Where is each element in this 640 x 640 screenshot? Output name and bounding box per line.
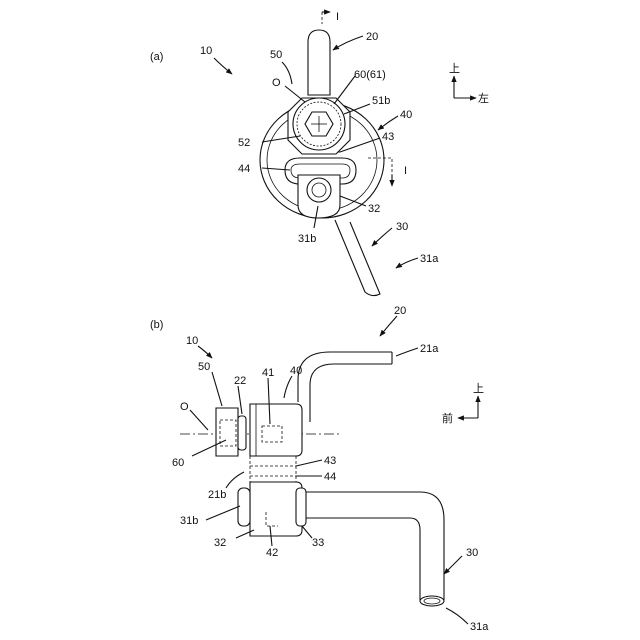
label-22-b: 22: [234, 375, 246, 387]
leader-O-b: [190, 410, 208, 430]
part-31b-drawing: [238, 488, 250, 526]
leader-43-b: [296, 460, 322, 466]
label-21b-b: 21b: [208, 489, 226, 501]
direction-indicator-a: 上 左: [449, 62, 489, 105]
leader-21b-b: [226, 472, 244, 488]
part-33-drawing: [296, 488, 306, 526]
washer-22-drawing: [238, 416, 246, 450]
leader-21a-b: [396, 348, 418, 356]
leader-30-a: [372, 228, 392, 246]
leader-50-a: [282, 62, 292, 84]
leader-20-a: [333, 36, 363, 50]
label-O-a: O: [272, 77, 281, 89]
label-left-a: 左: [478, 92, 489, 105]
leader-31b-b: [206, 506, 240, 520]
leader-31a-a: [396, 258, 418, 268]
leader-30-b: [444, 556, 462, 574]
label-31a-a: 31a: [420, 253, 439, 265]
label-20-a: 20: [366, 31, 378, 43]
leader-10-a: [214, 58, 232, 74]
rod-30-drawing: [335, 220, 380, 296]
label-60-b: 60: [172, 457, 184, 469]
label-30-a: 30: [396, 221, 408, 233]
label-44-b: 44: [324, 471, 336, 483]
label-front-b: 前: [442, 411, 453, 425]
label-31b-a: 31b: [298, 233, 316, 245]
pin-20-side-drawing: [298, 352, 392, 422]
label-51b-a: 51b: [372, 95, 390, 107]
label-50-a: 50: [270, 49, 282, 61]
leader-40-b: [284, 376, 292, 398]
panel-label-a: (a): [150, 51, 163, 63]
leader-10-b: [198, 346, 212, 358]
label-32-b: 32: [214, 537, 226, 549]
label-60-61-a: 60(61): [354, 69, 386, 81]
leader-O-a: [285, 86, 305, 102]
label-10-a: 10: [200, 45, 212, 57]
label-44-a: 44: [238, 163, 250, 175]
label-32-a: 32: [368, 203, 380, 215]
label-31b-b: 31b: [180, 515, 198, 527]
label-10-b: 10: [186, 335, 198, 347]
pin-20-drawing: [308, 30, 330, 95]
leader-50-b: [212, 372, 222, 406]
label-42-b: 42: [266, 547, 278, 559]
label-52-a: 52: [238, 137, 250, 149]
label-40-a: 40: [400, 109, 412, 121]
leader-40-a: [378, 116, 398, 130]
label-up-b: 上: [473, 382, 484, 395]
label-40-b: 40: [290, 365, 302, 377]
label-section-right: I: [404, 165, 407, 177]
figure-b: (b): [150, 305, 489, 633]
leader-20-b: [380, 316, 397, 336]
label-43-a: 43: [382, 131, 394, 143]
part-32-side-drawing: [250, 482, 302, 536]
label-O-b: O: [180, 401, 189, 413]
part-32-drawing: [298, 175, 340, 218]
label-21a-b: 21a: [420, 343, 439, 355]
label-section-top: I: [336, 11, 339, 23]
leader-22-b: [238, 386, 242, 414]
rod-30-side-drawing: [306, 492, 444, 600]
leader-60-a: [334, 76, 355, 104]
figure-a: (a): [150, 11, 489, 296]
neck-43-44-hidden: [250, 456, 296, 482]
panel-label-b: (b): [150, 319, 163, 331]
head-50-side-drawing: [216, 408, 238, 456]
label-41-b: 41: [262, 367, 274, 379]
leader-31a-b: [446, 608, 468, 624]
label-33-b: 33: [312, 537, 324, 549]
label-30-b: 30: [466, 547, 478, 559]
bracket-40-upper-drawing: [250, 404, 302, 456]
label-31a-b: 31a: [470, 621, 489, 633]
label-43-b: 43: [324, 455, 336, 467]
label-20-b: 20: [394, 305, 406, 317]
label-up-a: 上: [449, 62, 460, 75]
direction-indicator-b: 上 前: [442, 382, 484, 425]
leader-33-b: [302, 526, 312, 538]
label-50-b: 50: [198, 361, 210, 373]
